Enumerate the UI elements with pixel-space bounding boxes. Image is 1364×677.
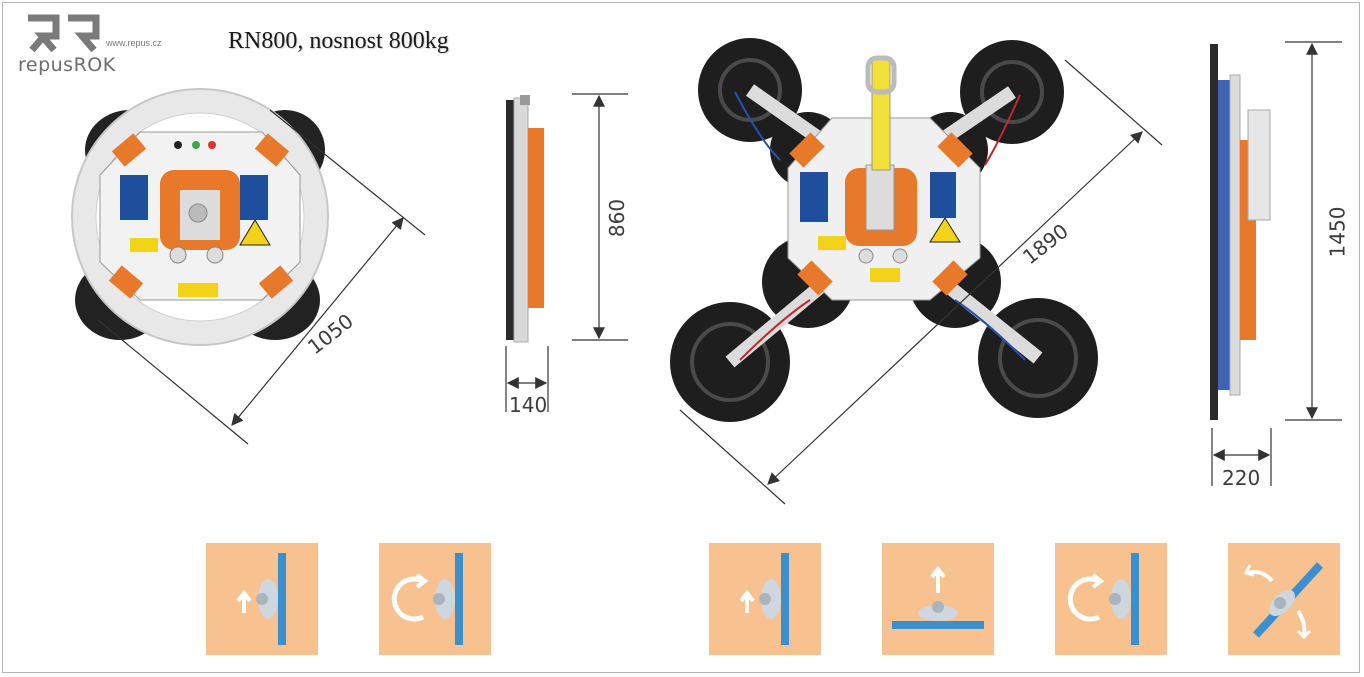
large-device-side <box>1210 44 1271 420</box>
round-device-side <box>506 95 544 343</box>
dimension-line-1050 <box>97 109 426 445</box>
horizontal-lift-icon <box>882 543 994 655</box>
dimension-label-1450: 1450 <box>1325 206 1350 258</box>
dimension-line-1890 <box>679 59 1163 505</box>
dimension-line-140 <box>505 346 549 412</box>
dimension-label-220: 220 <box>1222 466 1261 490</box>
tilt-rotate-icon <box>1228 543 1340 655</box>
dimension-line-220 <box>1211 428 1272 486</box>
large-device-front <box>670 38 1098 422</box>
brand-name: repusROK <box>18 54 116 76</box>
vertical-rotate-icon <box>1055 543 1167 655</box>
dimension-line-860 <box>572 93 628 341</box>
dimension-label-860: 860 <box>605 198 630 238</box>
round-device-front <box>71 88 329 346</box>
brand-url: www.repus.cz <box>106 38 162 48</box>
vertical-lift-icon <box>206 543 318 655</box>
vertical-lift-icon <box>709 543 821 655</box>
repus-logo-icon <box>28 14 100 53</box>
vertical-rotate-icon <box>379 543 491 655</box>
page-title: RN800, nosnost 800kg <box>228 28 449 54</box>
dimension-line-1450 <box>1285 41 1342 421</box>
brand-logo: www.repus.cz repusROK <box>18 14 178 80</box>
dimension-label-140: 140 <box>509 393 548 417</box>
